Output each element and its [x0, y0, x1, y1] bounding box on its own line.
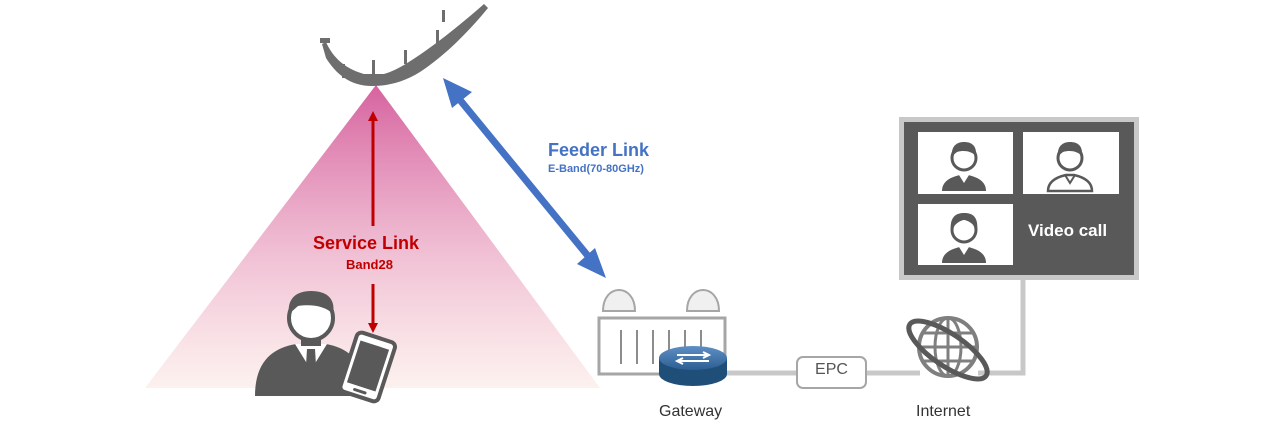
feeder-link-title: Feeder Link — [548, 140, 650, 160]
epc-label: EPC — [815, 361, 848, 378]
monitor — [899, 117, 1139, 280]
user-icon — [255, 291, 366, 396]
video-call-label: Video call — [1028, 221, 1108, 240]
haps-aircraft-icon — [320, 4, 488, 86]
service-beam — [145, 85, 600, 388]
epc-box — [796, 356, 867, 389]
feeder-link-band: E-Band(70-80GHz) — [548, 163, 644, 175]
gateway-label: Gateway — [659, 403, 723, 420]
service-link-title: Service Link — [313, 233, 420, 253]
globe-icon — [906, 316, 990, 382]
connection-lines — [726, 278, 1026, 376]
service-link-band: Band28 — [346, 257, 393, 272]
person-icon — [942, 142, 1094, 263]
feeder-link-arrow — [443, 78, 606, 278]
router-icon — [659, 346, 727, 386]
internet-label: Internet — [916, 403, 971, 420]
smartphone-icon — [338, 330, 397, 404]
